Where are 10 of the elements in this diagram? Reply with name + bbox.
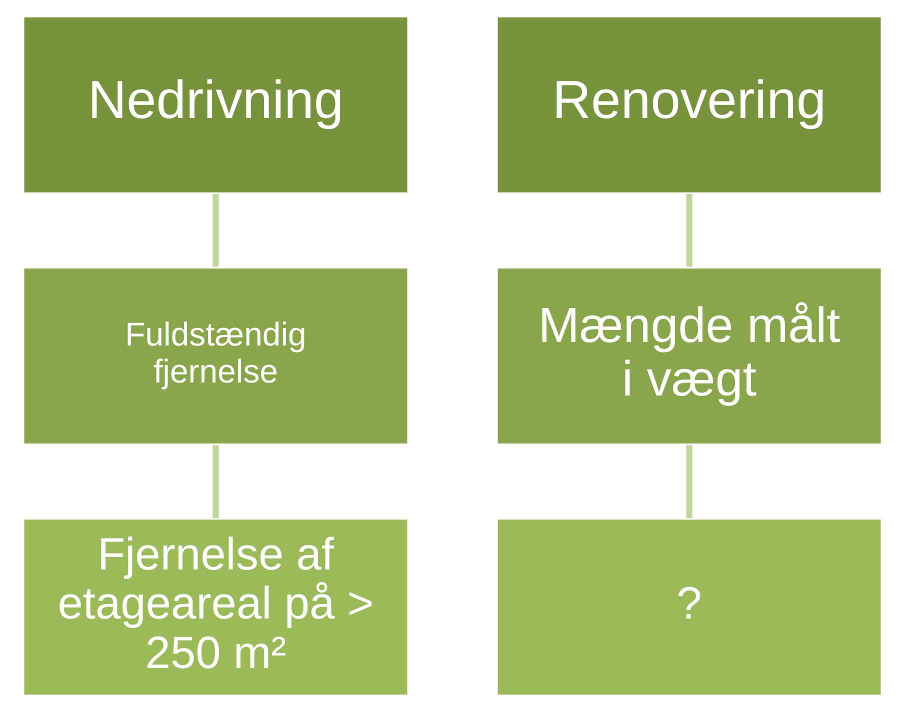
node-box: Nedrivning	[22, 15, 409, 194]
connector	[212, 194, 218, 267]
node-box: ?	[495, 518, 882, 697]
node-box: Renovering	[495, 15, 882, 194]
connector	[686, 445, 692, 518]
connector	[686, 194, 692, 267]
node-box: Fjernelse af etageareal på > 250 m²	[22, 518, 409, 697]
node-box: Fuldstændig fjernelse	[22, 266, 409, 446]
node-box: Mængde målt i vægt	[495, 266, 882, 446]
connector	[212, 445, 218, 518]
